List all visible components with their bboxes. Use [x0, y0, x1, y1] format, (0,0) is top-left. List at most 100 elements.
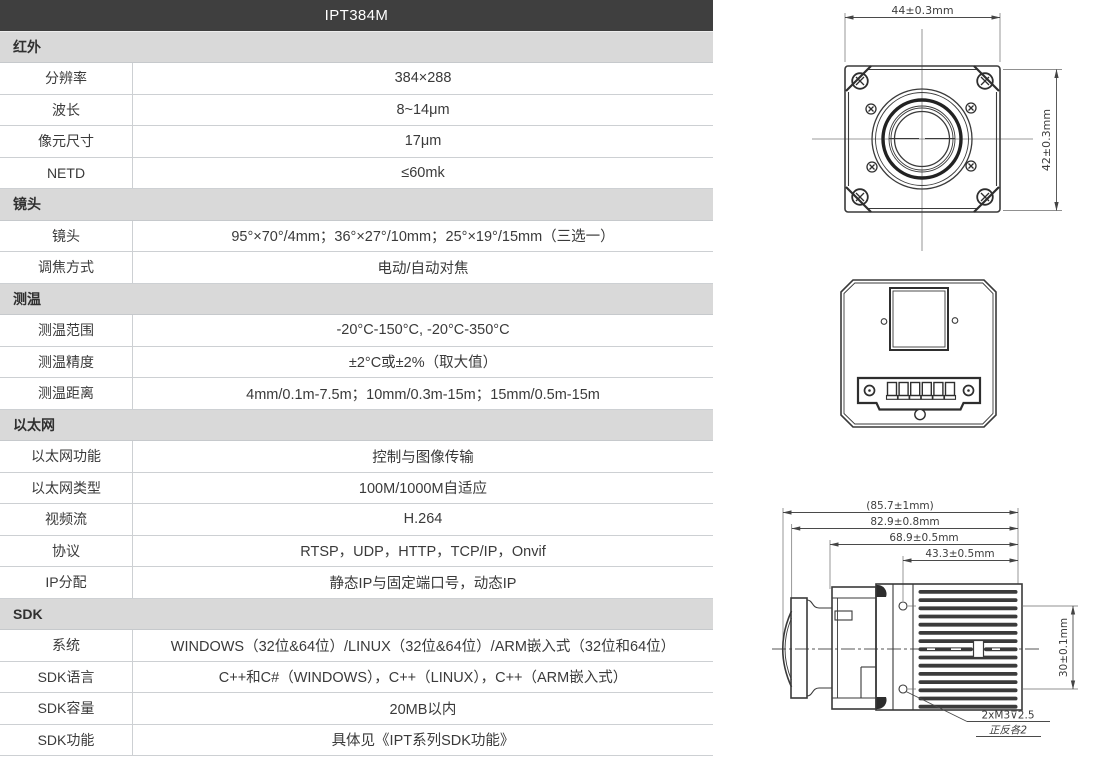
- row-value: 电动/自动对焦: [377, 260, 469, 277]
- pin: [933, 381, 944, 397]
- back-hole-left: [880, 318, 888, 325]
- pin: [898, 381, 909, 397]
- row-label: NETD: [0, 157, 133, 188]
- bracket-window: [834, 610, 853, 621]
- pin: [921, 381, 932, 397]
- row-label: 协议: [0, 535, 133, 566]
- top-fastener: [876, 584, 887, 597]
- side-view-drawing: (85.7±1mm) 82.9±0.8mm 68.9±0.5mm 43.3±0.…: [772, 500, 1078, 737]
- fin: [918, 639, 1018, 643]
- fin: [918, 590, 1018, 594]
- connector-bottom-hole: [914, 408, 926, 421]
- section-header: 测温: [0, 283, 713, 315]
- row-label: 分辨率: [0, 63, 133, 94]
- table-row: 测温精度 ±2°C或±2%（取大值）: [0, 346, 713, 378]
- row-label: 像元尺寸: [0, 126, 133, 157]
- fin: [918, 672, 1018, 676]
- row-label: 测温精度: [0, 346, 133, 377]
- row-value: 4mm/0.1m-7.5m；10mm/0.3m-15m；15mm/0.5m-15…: [246, 386, 600, 403]
- fin: [918, 663, 1018, 668]
- table-row: 调焦方式 电动/自动对焦: [0, 252, 713, 284]
- fin: [918, 631, 1018, 635]
- fin: [918, 704, 1018, 709]
- side-dim-lens-to-back: 68.9±0.5mm: [889, 532, 958, 544]
- drawings-svg: 44±0.3mm 42±0.3mm: [772, 4, 1078, 737]
- row-value: 控制与图像传输: [372, 449, 474, 466]
- front-width-dimension: 44±0.3mm: [891, 4, 953, 17]
- section-header: SDK: [0, 598, 713, 630]
- side-dim-overall: (85.7±1mm): [866, 500, 934, 512]
- row-label: 调焦方式: [0, 252, 133, 283]
- table-row: 以太网功能 控制与图像传输: [0, 441, 713, 473]
- row-label: 以太网功能: [0, 441, 133, 472]
- table-row: 镜头 95°×70°/4mm；36°×27°/10mm；25°×19°/15mm（…: [0, 220, 713, 252]
- lens-rings: [871, 88, 973, 190]
- thread-note: 2xM3⊽2.5: [981, 710, 1034, 722]
- technical-drawings: 44±0.3mm 42±0.3mm: [713, 0, 1094, 756]
- table-row: 像元尺寸 17μm: [0, 126, 713, 158]
- row-label: 视频流: [0, 504, 133, 535]
- back-view-drawing: [840, 279, 997, 428]
- thread-note-sub: 正反各2: [989, 725, 1027, 737]
- pin-foot: [885, 394, 899, 400]
- fin: [918, 688, 1018, 693]
- m3-hole-top: [898, 601, 908, 611]
- table-row: IP分配静态IP与固定端口号，动态IP: [0, 567, 713, 599]
- corner-screws: [851, 72, 994, 206]
- row-value: RTSP，UDP，HTTP，TCP/IP，Onvif: [300, 544, 546, 561]
- row-value: 具体见《IPT系列SDK功能》: [331, 733, 515, 750]
- row-label: 测温范围: [0, 315, 133, 346]
- section-header: 镜头: [0, 189, 713, 221]
- row-value: H.264: [403, 511, 443, 528]
- table-row: 测温距离 4mm/0.1m-7.5m；10mm/0.3m-15m；15mm/0.5…: [0, 378, 713, 410]
- table-row: 测温范围 -20°C-150°C, -20°C-350°C: [0, 315, 713, 347]
- pin: [910, 381, 921, 397]
- table-row: 系统 WINDOWS（32位&64位）/LINUX（32位&64位）/ARM嵌入式…: [0, 630, 713, 662]
- pin: [886, 381, 898, 397]
- side-dim-body: 82.9±0.8mm: [870, 516, 939, 528]
- connector-pins: [885, 381, 957, 400]
- fin: [918, 680, 1018, 684]
- side-dim-hole-to-back: 43.3±0.5mm: [925, 548, 994, 560]
- front-height-dimension: 42±0.3mm: [1040, 109, 1053, 171]
- fin: [918, 647, 973, 652]
- fin: [918, 622, 1018, 627]
- row-value: 384×288: [394, 70, 452, 87]
- table-row: SDK功能 具体见《IPT系列SDK功能》: [0, 724, 713, 756]
- section-header: 红外: [0, 31, 713, 63]
- pin-foot: [920, 394, 933, 400]
- table-title: IPT384M: [0, 0, 713, 32]
- table-row: NETD ≤60mk: [0, 157, 713, 189]
- row-value: ≤60mk: [401, 164, 445, 181]
- heatsink-fins: [918, 590, 1018, 709]
- back-hole-right: [951, 317, 959, 324]
- fin: [918, 598, 1018, 602]
- section-header: 以太网: [0, 409, 713, 441]
- row-value: C++和C#（WINDOWS），C++（LINUX），C++（ARM嵌入式）: [218, 670, 628, 687]
- lens-screws: [865, 102, 977, 173]
- row-value: 17μm: [404, 133, 442, 150]
- fin: [918, 606, 1018, 611]
- fin-center-tab: [972, 639, 985, 659]
- row-value: 95°×70°/4mm；36°×27°/10mm；25°×19°/15mm（三选…: [231, 229, 615, 246]
- row-label: SDK功能: [0, 724, 133, 755]
- row-label: 镜头: [0, 220, 133, 251]
- table-row: 波长 8~14μm: [0, 94, 713, 126]
- pin-foot: [932, 394, 945, 400]
- row-label: 波长: [0, 94, 133, 125]
- row-label: 系统: [0, 630, 133, 661]
- fin: [984, 647, 1018, 652]
- row-value: ±2°C或±2%（取大值）: [348, 355, 498, 372]
- row-value: -20°C-150°C, -20°C-350°C: [336, 322, 510, 339]
- row-label: IP分配: [0, 567, 133, 598]
- pin-foot: [943, 394, 957, 400]
- row-value: 8~14μm: [396, 101, 450, 118]
- pin-foot: [897, 394, 910, 400]
- table-row: 分辨率 384×288: [0, 63, 713, 95]
- row-value: WINDOWS（32位&64位）/LINUX（32位&64位）/ARM嵌入式（3…: [170, 638, 676, 655]
- row-label: 测温距离: [0, 378, 133, 409]
